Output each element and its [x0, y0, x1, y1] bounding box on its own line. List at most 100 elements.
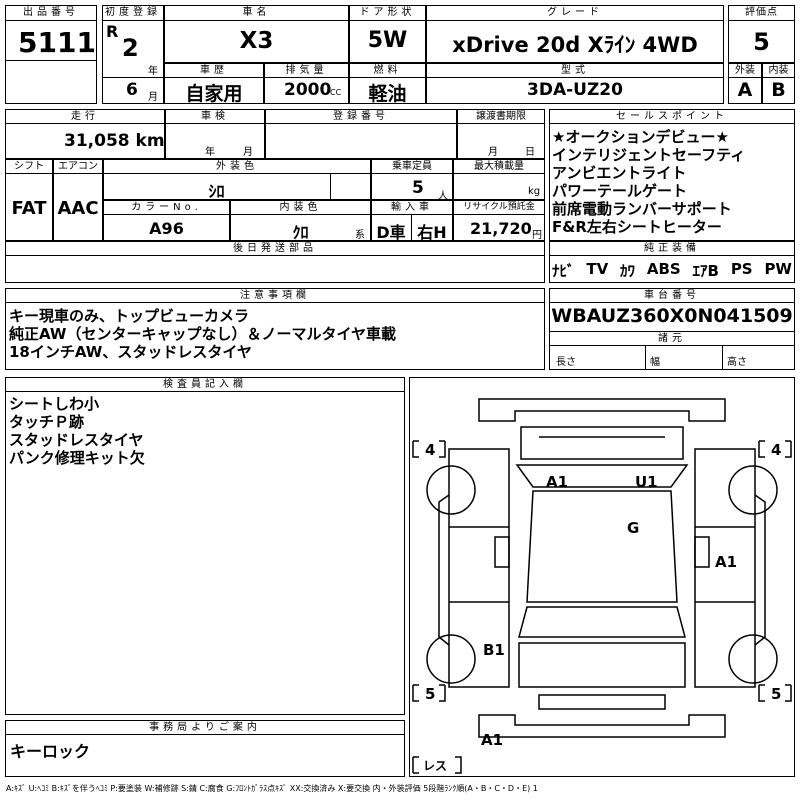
right-body	[694, 448, 756, 688]
equip-tv: TV	[586, 260, 609, 278]
wheel-fl	[426, 465, 476, 515]
mark-a1-rear: A1	[481, 731, 503, 749]
color-label: 外装色	[103, 159, 371, 174]
insp-month-unit: 月	[243, 147, 253, 158]
wheel-rr	[728, 634, 778, 684]
later-label: 後日発送部品	[5, 241, 545, 256]
equip-ps: PS	[730, 260, 753, 278]
width-label: 幅	[650, 357, 660, 368]
capacity: 5	[412, 178, 424, 198]
sales-list: ★オークションデビュー★ インテリジェントセーフティ アンビエントライト パワー…	[552, 128, 792, 236]
ac: AAC	[57, 198, 99, 219]
mark-b1-left: B1	[483, 641, 505, 659]
lot-label: 出品番号	[5, 5, 97, 21]
ext-label: 外装	[728, 63, 762, 78]
notes-label: 注意事項欄	[5, 288, 545, 303]
equipment-list: ﾅﾋﾞ TV ｶﾜ ABS ｴｱB PS PW	[552, 260, 792, 281]
recycle: 21,720	[470, 219, 532, 238]
fuel-label: 燃料	[349, 63, 426, 78]
capacity-unit: 人	[438, 191, 448, 202]
tire-rl: 5	[425, 685, 435, 703]
chassis-number: WBAUZ360X0N041509	[551, 305, 793, 327]
dims-split-2	[722, 346, 723, 370]
ac-label: エアコン	[53, 159, 103, 174]
office-text: キーロック	[10, 742, 91, 761]
handle: 右H	[417, 223, 447, 242]
reg-month: 6	[126, 80, 138, 100]
transfer-label: 譲渡書期限	[457, 109, 545, 124]
reg-divider	[102, 77, 164, 78]
reg-year: 2	[122, 34, 139, 62]
displacement: 2000	[284, 80, 332, 100]
import: D車	[376, 223, 406, 242]
lot-divider	[5, 60, 97, 61]
score: 5	[753, 28, 770, 56]
intcolor-suffix: 系	[355, 230, 365, 241]
right-mirror	[694, 536, 710, 568]
spare-bracket	[412, 756, 462, 774]
equipment-label: 純正装備	[549, 241, 795, 256]
trunk	[518, 642, 686, 688]
tr-day-unit: 日	[525, 147, 535, 158]
sales-item: F&R左右シートヒーター	[552, 218, 722, 236]
insp-year-unit: 年	[205, 147, 215, 158]
equip-pw: PW	[764, 260, 792, 278]
legend: A:ｷｽﾞ U:ﾍｺﾐ B:ｷｽﾞを伴うﾍｺﾐ P:要塗装 W:補修跡 S:錆 …	[6, 784, 538, 793]
inspector-line: タッチＰ跡	[9, 413, 85, 431]
notes-list: キー現車のみ、トップビューカメラ 純正AW（センターキャップなし）＆ノーマルタイ…	[9, 307, 539, 361]
car-diagram: 4 4 5 5 A1 U1 G A1 B1 A1 レス	[412, 398, 792, 774]
capacity-label: 乗車定員	[371, 159, 453, 174]
color-split	[330, 174, 331, 200]
hood	[520, 426, 684, 460]
tire-fr: 4	[771, 441, 781, 459]
model: 3DA-UZ20	[527, 80, 623, 100]
load-unit: kg	[528, 186, 541, 197]
grade: xDrive 20d Xﾗｲﾝ 4WD	[452, 33, 698, 57]
spare-label: レス	[423, 759, 447, 773]
sales-item: アンビエントライト	[552, 164, 687, 182]
height-label: 高さ	[727, 357, 747, 368]
tr-month-unit: 月	[488, 147, 498, 158]
sales-item: インテリジェントセーフティ	[552, 146, 746, 164]
chassis-label: 車台番号	[549, 288, 795, 303]
equip-airbag: ｴｱB	[692, 262, 719, 280]
rear-bumper	[478, 714, 726, 738]
inspector-line: シートしわ小	[9, 395, 100, 413]
front-bumper	[478, 398, 726, 422]
diagram-box	[409, 377, 795, 777]
color: ｼﾛ	[208, 182, 225, 201]
length-label: 長さ	[556, 357, 576, 368]
history: 自家用	[185, 83, 243, 105]
ext-score: A	[737, 79, 753, 101]
name-label: 車名	[164, 5, 349, 21]
windshield	[515, 464, 689, 488]
year-unit: 年	[148, 66, 158, 77]
mileage-label: 走行	[5, 109, 165, 124]
model-label: 型式	[426, 63, 724, 78]
left-body	[448, 448, 510, 688]
wheel-rl	[426, 634, 476, 684]
inspector-line: パンク修理キット欠	[9, 449, 145, 467]
sales-item: パワーテールゲート	[552, 182, 688, 200]
left-skirt	[438, 494, 450, 646]
import-label: 輸入車	[371, 200, 453, 215]
regno-label: 登録番号	[265, 109, 457, 124]
door-type: 5W	[367, 28, 408, 53]
equip-nav: ﾅﾋﾞ	[552, 262, 575, 280]
score-label: 評価点	[728, 5, 795, 21]
inspector-label: 検査員記入欄	[5, 377, 405, 392]
tire-fl: 4	[425, 441, 435, 459]
fuel: 軽油	[368, 83, 407, 105]
int-score: B	[771, 79, 786, 101]
note-line: 18インチAW、スタッドレスタイヤ	[9, 343, 252, 361]
dims-label: 諸元	[549, 331, 795, 346]
shift-label: シフト	[5, 159, 53, 174]
intcolor: ｸﾛ	[292, 223, 309, 242]
equip-abs: ABS	[646, 260, 681, 278]
tire-rr: 5	[771, 685, 781, 703]
int-label: 内装	[762, 63, 795, 78]
grade-label: グレード	[426, 5, 724, 21]
shift: FAT	[11, 198, 47, 219]
sales-item: ★オークションデビュー★	[552, 128, 729, 146]
lot-number: 5111	[18, 26, 96, 59]
